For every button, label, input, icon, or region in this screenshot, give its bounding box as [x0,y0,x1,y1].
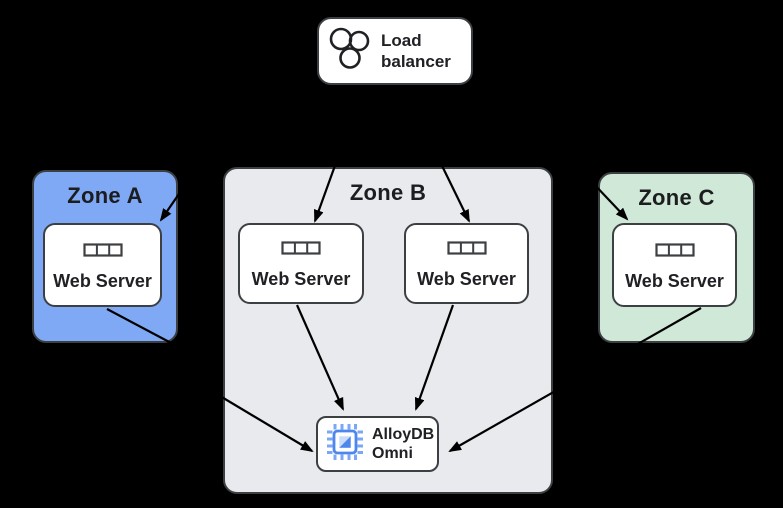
server-strip-icon [654,242,695,262]
zone-a-title: Zone A [67,183,143,208]
web-server-node-zone-a: Web Server [43,223,162,307]
web-server-node-zone-c: Web Server [612,223,737,307]
load-balancer-circles-icon [327,26,373,77]
server-strip-icon [82,242,123,262]
zone-c-title: Zone C [638,185,715,210]
web-server-label: Web Server [53,270,152,291]
web-server-label: Web Server [625,270,724,291]
alloydb-chip-icon [327,423,363,465]
load-balancer-node: Load balancer [317,17,473,85]
web-server-label: Web Server [251,269,351,289]
zone-b-title: Zone B [349,180,427,205]
load-balancer-label: Load balancer [381,31,451,71]
alloydb-omni-label: AlloyDB Omni [372,426,435,462]
web-server-label: Web Server [417,269,516,289]
server-strip-icon [281,241,321,260]
alloydb-omni-node: AlloyDB Omni [316,416,439,472]
web-server-node-zone-b-2: Web Server [404,223,529,304]
server-strip-icon [446,241,487,260]
web-server-node-zone-b-1: Web Server [238,223,364,304]
